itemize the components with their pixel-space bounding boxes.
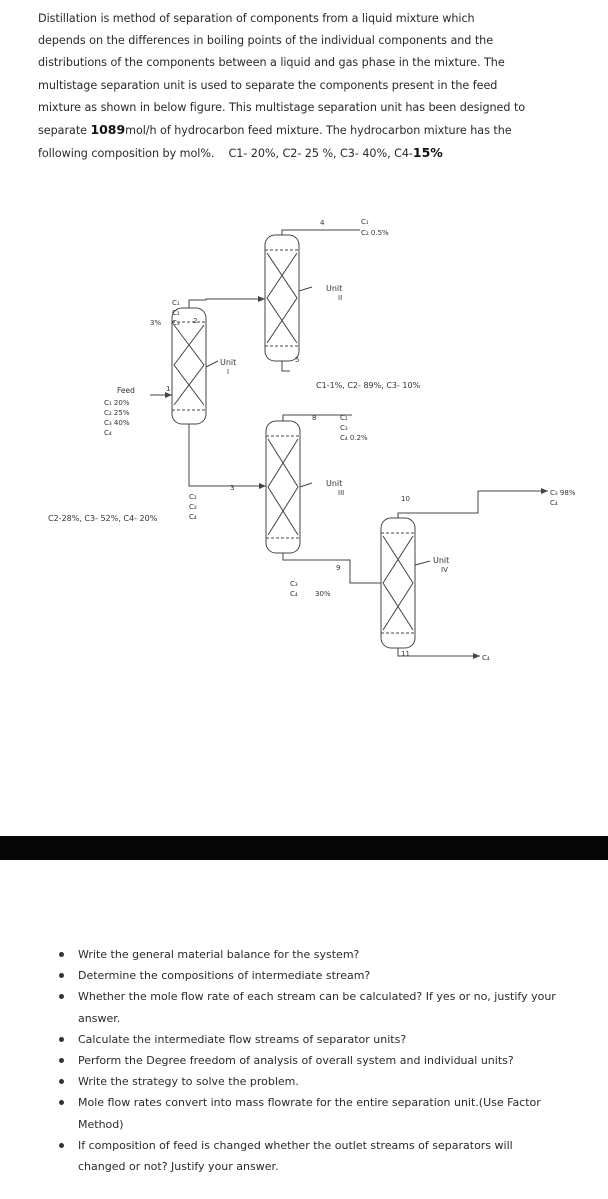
stream-number-9: 9 (336, 564, 340, 572)
problem-statement: Distillation is method of separation of … (38, 8, 532, 165)
stream-2-line (188, 298, 265, 308)
unit-2-number: II (338, 294, 342, 302)
black-divider-band (0, 836, 608, 860)
process-flow-diagram: Unit I Unit II Unit III Unit IV 1 2 3 4 … (0, 195, 608, 800)
stream-4-line (281, 229, 360, 235)
stream-5-composition: C1-1%, C2- 89%, C3- 10% (316, 381, 421, 390)
intro-line-7-pre: following composition by mol%. (38, 147, 215, 161)
question-text: Write the general material balance for t… (78, 948, 360, 961)
unit-2-label: Unit (326, 284, 342, 293)
question-text: Write the strategy to solve the problem. (78, 1075, 299, 1089)
intro-line-6-post: mol/h of hydrocarbon feed mixture. The h… (125, 124, 512, 138)
bullet-icon (59, 1058, 64, 1064)
question-text: If composition of feed is changed whethe… (78, 1138, 513, 1174)
bullet-icon (59, 1100, 64, 1106)
stream-number-5: 5 (295, 356, 299, 364)
question-text: Mole flow rates convert into mass flowra… (78, 1096, 541, 1131)
unit-1-number: I (227, 368, 229, 376)
stream-3-row-c2: C₂ (189, 493, 197, 501)
stream-8-row-c2: C₂ (340, 414, 348, 422)
stream-3-row-c4: C₄ (189, 513, 197, 521)
intro-line-4: multistage separation unit is used to se… (38, 78, 498, 92)
stream-3-composition: C2-28%, C3- 52%, C4- 20% (48, 514, 158, 523)
bullet-icon (59, 1079, 64, 1085)
question-text: Determine the compositions of intermedia… (78, 969, 371, 983)
stream-number-2: 2 (193, 317, 197, 325)
stream-9-percent: 30% (315, 590, 331, 598)
stream-8-row-c3: C₃ (340, 424, 348, 432)
question-item: Calculate the intermediate flow streams … (56, 1029, 556, 1050)
stream-10-line (397, 490, 548, 518)
stream-9-row-c3: C₃ (290, 580, 298, 588)
stream-3-row-c3: C₃ (189, 503, 197, 511)
unit-3-column (265, 420, 301, 554)
stream-number-10: 10 (401, 495, 410, 503)
question-list: Write the general material balance for t… (56, 944, 556, 1177)
intro-line-5: mixture as shown in below figure. This m… (38, 100, 526, 114)
intro-line-6: separate 1089mol/h of hydrocarbon feed m… (38, 119, 532, 142)
stream-4-row-c2: C₂ 0.5% (361, 229, 389, 237)
feed-row-c4: C₄ (104, 429, 112, 437)
stream-2-row-c1: C₁ (172, 299, 180, 307)
feed-row-c2: C₂ 25% (104, 409, 130, 417)
question-text: Calculate the intermediate flow streams … (78, 1032, 407, 1046)
question-item: Write the strategy to solve the problem. (56, 1071, 556, 1092)
feed-c4-percent: 15% (412, 145, 443, 161)
stream-number-8: 8 (312, 414, 316, 422)
unit-4-column (380, 517, 416, 649)
question-item: Whether the mole flow rate of each strea… (56, 986, 556, 1028)
feed-label: Feed (117, 386, 135, 395)
question-item: Write the general material balance for t… (56, 944, 556, 965)
bullet-icon (59, 1142, 64, 1148)
stream-9-line (282, 553, 381, 584)
intro-line-2: depends on the differences in boiling po… (38, 34, 494, 48)
stream-8-row-c4: C₄ 0.2% (340, 434, 368, 442)
stream-number-4: 4 (320, 219, 325, 227)
stream-4-row-c1: C₁ (361, 218, 369, 226)
stream-8-line (282, 414, 352, 421)
stream-2-percent: 3% (150, 319, 161, 327)
stream-10-row-c3: C₃ 98% (550, 489, 576, 497)
stream-10-row-c4: C₄ (550, 499, 558, 507)
intro-line-6-pre: separate (38, 124, 91, 138)
stream-2-row-c2: C₂ (172, 309, 180, 317)
unit-1-label: Unit (220, 358, 236, 367)
bullet-icon (59, 994, 64, 1000)
stream-3-line (188, 424, 266, 487)
stream-2-row-c3: C₃ (172, 319, 180, 327)
intro-line-3: distributions of the components between … (38, 56, 505, 70)
question-text: Perform the Degree freedom of analysis o… (78, 1054, 514, 1068)
unit-4-label: Unit (433, 556, 449, 565)
stream-11-line (397, 648, 480, 657)
unit-2-column (264, 234, 300, 362)
stream-11-label: C₄ (482, 654, 490, 662)
feed-composition: C1- 20%, C2- 25 %, C3- 40%, C4- (228, 147, 413, 161)
stream-number-1: 1 (166, 385, 170, 393)
question-item: Mole flow rates convert into mass flowra… (56, 1092, 556, 1134)
stream-number-11: 11 (401, 650, 410, 658)
feed-row-c1: C₁ 20% (104, 399, 130, 407)
bullet-icon (59, 973, 64, 979)
stream-9-row-c4: C₄ (290, 590, 298, 598)
question-item: Perform the Degree freedom of analysis o… (56, 1050, 556, 1071)
intro-line-7: following composition by mol%. C1- 20%, C… (38, 142, 532, 165)
bullet-icon (59, 952, 64, 957)
question-item: If composition of feed is changed whethe… (56, 1135, 556, 1177)
unit-3-number: III (338, 489, 344, 497)
question-text: Whether the mole flow rate of each strea… (78, 990, 556, 1025)
stream-5-line (281, 361, 290, 372)
question-item: Determine the compositions of intermedia… (56, 965, 556, 986)
intro-line-1: Distillation is method of separation of … (38, 12, 475, 25)
feed-flow-rate: 1089 (90, 122, 126, 138)
bullet-icon (59, 1036, 64, 1042)
unit-4-number: IV (441, 566, 448, 574)
unit-3-label: Unit (326, 479, 342, 488)
stream-number-3: 3 (230, 484, 234, 492)
feed-row-c3: C₃ 40% (104, 419, 130, 427)
